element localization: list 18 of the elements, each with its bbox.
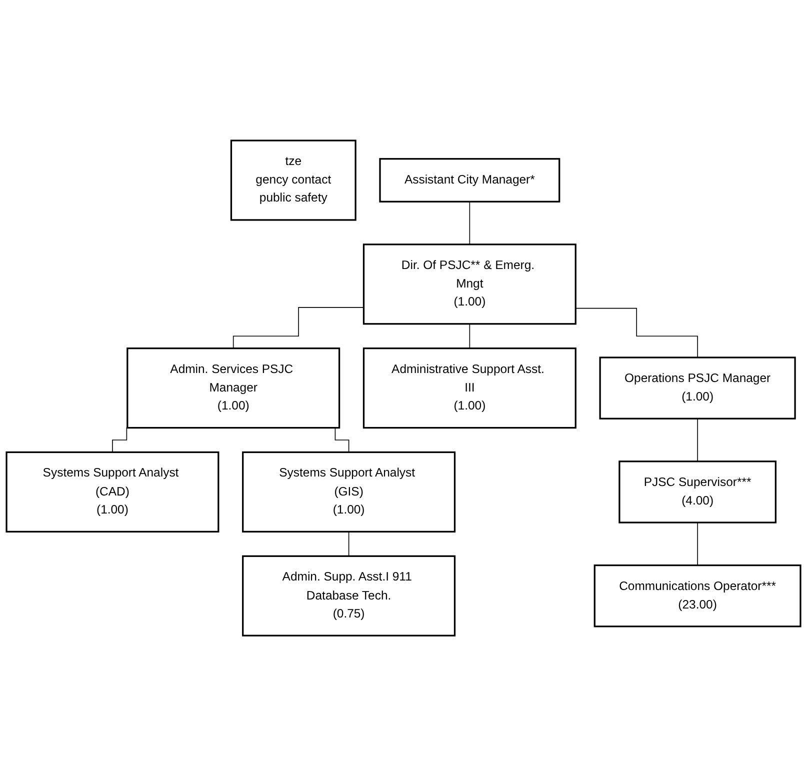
node-box: PJSC Supervisor*** (4.00) <box>618 461 776 524</box>
node-box: Systems Support Analyst (CAD) (1.00) <box>6 452 220 533</box>
connector <box>697 418 698 462</box>
node-box: Administrative Support Asst. III (1.00) <box>362 348 576 430</box>
connector <box>469 324 470 350</box>
node-box: Operations PSJC Manager (1.00) <box>599 357 796 420</box>
connector <box>232 307 364 350</box>
node-box: Systems Support Analyst (GIS) (1.00) <box>242 452 456 533</box>
node-box: Admin. Supp. Asst.I 911 Database Tech. (0.75) <box>242 556 456 637</box>
node-box: Dir. Of PSJC** & Emerg. Mngt (1.00) <box>362 244 576 326</box>
connector <box>469 202 470 246</box>
node-box: Admin. Services PSJC Manager (1.00) <box>126 348 340 430</box>
connector <box>575 308 698 358</box>
connector <box>348 532 350 557</box>
node-box: Assistant City Manager* <box>379 158 560 203</box>
node-box: tze gency contact public safety <box>230 140 356 222</box>
connector <box>697 522 698 566</box>
node-box: Communications Operator*** (23.00) <box>594 564 802 628</box>
